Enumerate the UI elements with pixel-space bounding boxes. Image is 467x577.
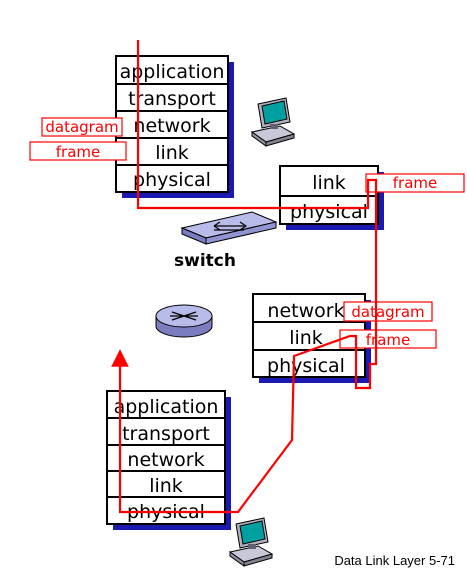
router-datagram-tag: datagram: [343, 301, 433, 322]
dest-layer-network: network: [127, 449, 204, 471]
switch-layer-physical: physical: [290, 201, 368, 223]
router-icon: [155, 304, 213, 338]
source-layer-application: application: [120, 61, 225, 83]
source-host-stack: application transport network link physi…: [115, 55, 234, 198]
router-layer-network: network: [267, 300, 344, 322]
switch-label: switch: [174, 251, 236, 271]
router-layer-physical: physical: [267, 355, 345, 377]
dest-host-stack: application transport network link physi…: [106, 390, 231, 530]
source-layer-link: link: [155, 142, 189, 164]
source-frame-tag: frame: [29, 141, 127, 161]
switch-stack: link physical: [279, 165, 384, 230]
switch-icon: [180, 211, 278, 245]
source-layer-physical: physical: [133, 169, 211, 191]
dest-layer-link: link: [149, 475, 183, 497]
source-frame-label: frame: [56, 143, 100, 161]
dest-computer-icon: [228, 517, 274, 567]
switch-frame-label: frame: [393, 174, 437, 192]
dest-layer-application: application: [114, 396, 219, 418]
router-frame-tag: frame: [339, 329, 437, 349]
switch-layer-link: link: [312, 172, 346, 194]
router-frame-label: frame: [366, 331, 410, 349]
computer-icon: [250, 97, 296, 147]
source-datagram-label: datagram: [45, 118, 118, 136]
source-layer-network: network: [133, 115, 210, 137]
router-layer-link: link: [289, 327, 323, 349]
source-datagram-tag: datagram: [41, 117, 123, 137]
source-layer-transport: transport: [128, 88, 216, 110]
router-datagram-label: datagram: [351, 303, 424, 321]
data-path: [111, 40, 378, 514]
dest-layer-transport: transport: [122, 423, 210, 445]
switch-frame-tag: frame: [365, 173, 465, 193]
footer-slide-label: Data Link Layer 5-71: [334, 553, 455, 568]
